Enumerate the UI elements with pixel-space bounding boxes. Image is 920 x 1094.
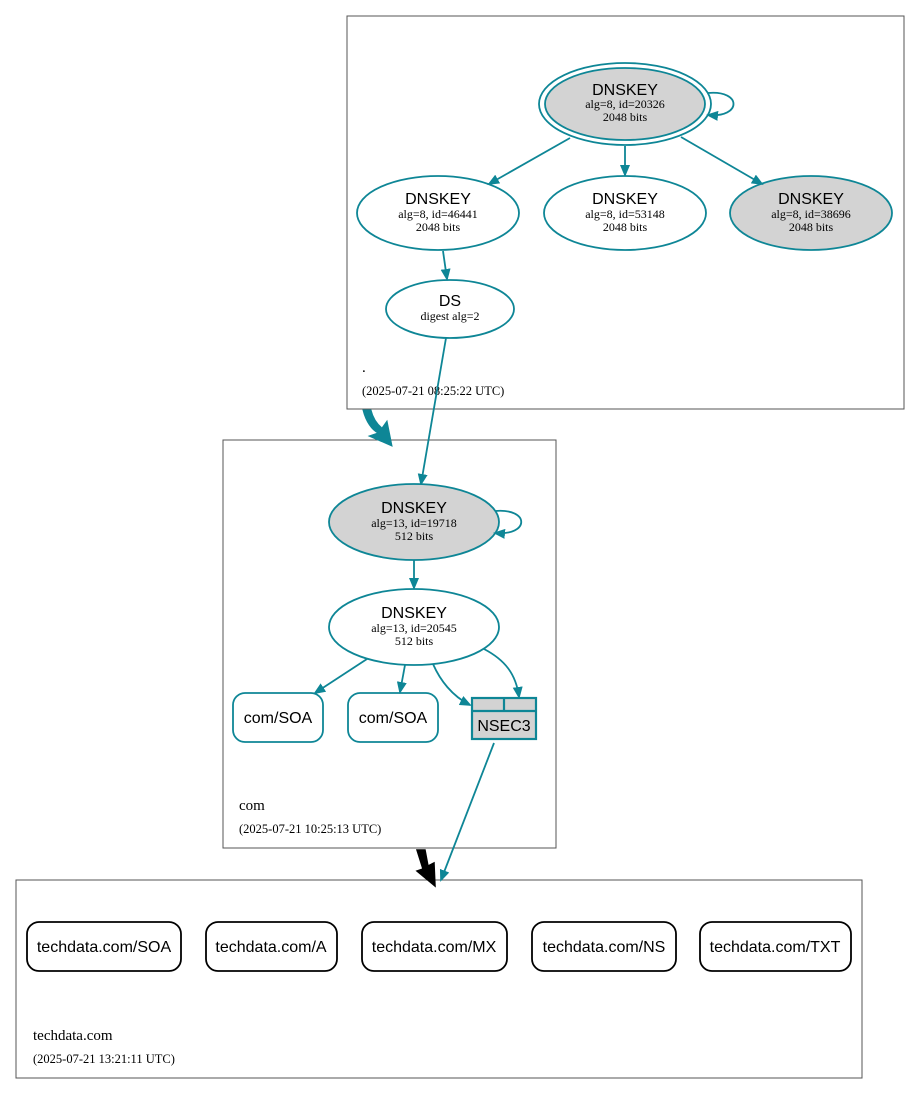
- com-zsk-type: DNSKEY: [381, 605, 447, 622]
- edge-nsec3-techdata: [439, 742, 495, 882]
- techdata-ns-node[interactable]: techdata.com/NS: [531, 921, 677, 972]
- com-ksk-node[interactable]: DNSKEY alg=13, id=19718 512 bits: [328, 483, 500, 561]
- root-ds-type: DS: [439, 293, 461, 310]
- com-soa-label-1: com/SOA: [244, 710, 313, 727]
- techdata-zone-timestamp: (2025-07-21 13:21:11 UTC): [33, 1052, 175, 1066]
- edge-zsk-soa2: [396, 664, 407, 694]
- root-zsk1-bits: 2048 bits: [416, 220, 461, 234]
- root-zsk3-type: DNSKEY: [778, 191, 844, 208]
- com-zone-name: com: [239, 798, 265, 814]
- techdata-txt-label: techdata.com/TXT: [710, 939, 841, 956]
- techdata-txt-node[interactable]: techdata.com/TXT: [699, 921, 852, 972]
- root-ds-info: digest alg=2: [420, 309, 479, 323]
- com-ksk-self-edge: [493, 510, 523, 539]
- techdata-mx-label: techdata.com/MX: [372, 939, 497, 956]
- techdata-a-node[interactable]: techdata.com/A: [205, 921, 338, 972]
- com-ksk-type: DNSKEY: [381, 500, 447, 517]
- edge-ksk-zsk3: [680, 136, 764, 186]
- root-zsk3-node[interactable]: DNSKEY alg=8, id=38696 2048 bits: [729, 175, 893, 251]
- edge-zsk-nsec3-b: [483, 648, 523, 699]
- root-ksk-node[interactable]: DNSKEY alg=8, id=20326 2048 bits: [538, 62, 712, 146]
- zone-root-box: [346, 15, 905, 410]
- techdata-a-label: techdata.com/A: [215, 939, 327, 956]
- root-zone-timestamp: (2025-07-21 08:25:22 UTC): [362, 384, 504, 398]
- root-zsk1-node[interactable]: DNSKEY alg=8, id=46441 2048 bits: [356, 175, 520, 251]
- com-soa-node-2[interactable]: com/SOA: [347, 692, 439, 743]
- delegation-arrow-root-com: [362, 409, 393, 447]
- root-zsk3-info: alg=8, id=38696: [771, 207, 851, 221]
- zone-techdata-box: [15, 879, 863, 1079]
- com-zsk-bits: 512 bits: [395, 634, 434, 648]
- root-zsk2-info: alg=8, id=53148: [585, 207, 665, 221]
- edge-zsk-soa1: [313, 658, 368, 695]
- root-zsk2-bits: 2048 bits: [603, 220, 648, 234]
- root-zsk1-type: DNSKEY: [405, 191, 471, 208]
- root-zsk2-node[interactable]: DNSKEY alg=8, id=53148 2048 bits: [543, 175, 707, 251]
- com-zone-timestamp: (2025-07-21 10:25:13 UTC): [239, 822, 381, 836]
- root-ksk-info: alg=8, id=20326: [585, 97, 665, 111]
- root-zsk1-info: alg=8, id=46441: [398, 207, 478, 221]
- com-ksk-bits: 512 bits: [395, 529, 434, 543]
- techdata-zone-name: techdata.com: [33, 1028, 113, 1044]
- root-zsk2-type: DNSKEY: [592, 191, 658, 208]
- com-ksk-info: alg=13, id=19718: [371, 516, 457, 530]
- edge-ds-com-ksk: [417, 337, 447, 486]
- edge-ksk-zsk1: [487, 137, 571, 185]
- root-zsk3-bits: 2048 bits: [789, 220, 834, 234]
- root-ksk-self-edge: [706, 92, 735, 121]
- techdata-ns-label: techdata.com/NS: [543, 939, 666, 956]
- root-ds-node[interactable]: DS digest alg=2: [385, 279, 515, 339]
- root-ksk-bits: 2048 bits: [603, 110, 648, 124]
- techdata-soa-label: techdata.com/SOA: [37, 939, 172, 956]
- com-soa-label-2: com/SOA: [359, 710, 428, 727]
- com-zsk-info: alg=13, id=20545: [371, 621, 457, 635]
- root-zone-name: .: [362, 360, 366, 376]
- delegation-arrow-com-techdata: [415, 849, 436, 888]
- com-zsk-node[interactable]: DNSKEY alg=13, id=20545 512 bits: [328, 588, 500, 666]
- root-ksk-type: DNSKEY: [592, 82, 658, 99]
- edge-zsk1-ds: [440, 250, 451, 281]
- com-soa-node-1[interactable]: com/SOA: [232, 692, 324, 743]
- com-nsec3-node[interactable]: NSEC3: [470, 696, 538, 741]
- techdata-soa-node[interactable]: techdata.com/SOA: [26, 921, 182, 972]
- com-nsec3-label: NSEC3: [477, 718, 530, 735]
- edge-zsk-nsec3-a: [432, 663, 472, 706]
- techdata-mx-node[interactable]: techdata.com/MX: [361, 921, 508, 972]
